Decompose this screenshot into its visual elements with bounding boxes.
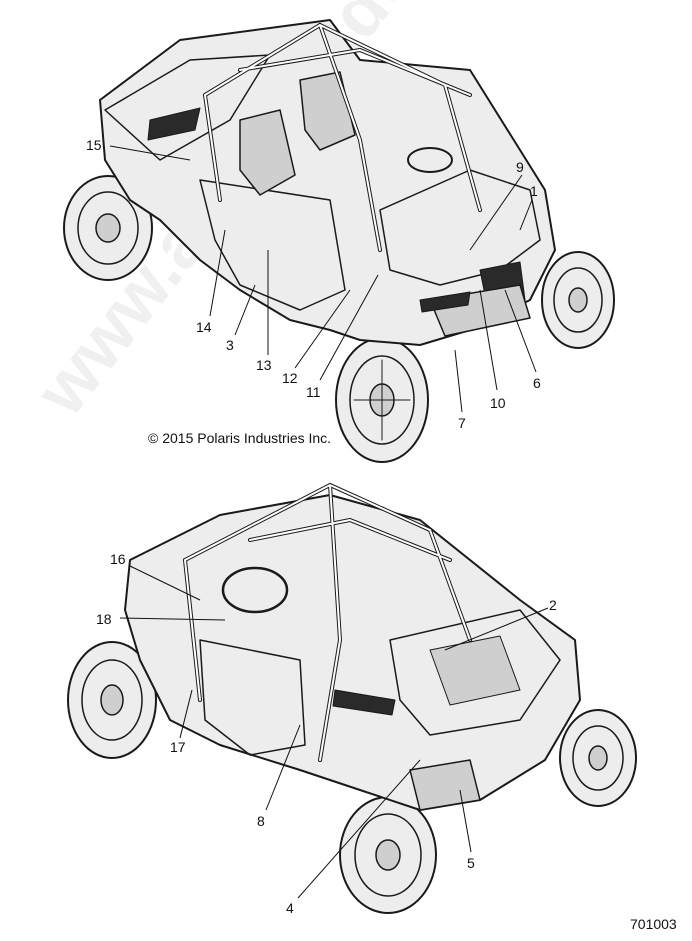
callout-14: 14 [196,319,212,335]
callout-11: 11 [306,384,321,400]
wheel-front-left-bottom [339,796,437,914]
callout-6: 6 [533,375,541,391]
callouts-top: 15 9 1 14 3 13 12 11 10 6 7 [86,137,541,431]
vehicle-bottom-illustration [67,483,637,914]
callouts-bottom: 16 2 18 17 8 4 5 [96,551,557,916]
callout-13: 13 [256,357,272,373]
wheel-rear-left-top [63,175,153,281]
copyright-notice: © 2015 Polaris Industries Inc. [148,430,332,446]
wheel-rear-left-bottom [67,641,157,759]
leader-lines [109,145,549,899]
callout-16: 16 [110,551,126,567]
vehicle-top-illustration [63,19,615,463]
callout-2: 2 [549,597,557,613]
callout-5: 5 [467,855,475,871]
callout-7: 7 [458,415,466,431]
wheel-front-right-top [541,251,615,349]
callout-18: 18 [96,611,112,627]
callout-15: 15 [86,137,102,153]
callout-1: 1 [530,183,538,199]
callout-4: 4 [286,900,294,916]
callout-8: 8 [257,813,265,829]
callout-12: 12 [282,370,298,386]
callout-10: 10 [490,395,506,411]
callout-9: 9 [516,159,524,175]
callout-3: 3 [226,337,234,353]
document-number: 701003 [630,916,677,932]
wheel-front-left-top [335,337,429,463]
callout-17: 17 [170,739,186,755]
wheel-front-right-bottom [559,709,637,807]
